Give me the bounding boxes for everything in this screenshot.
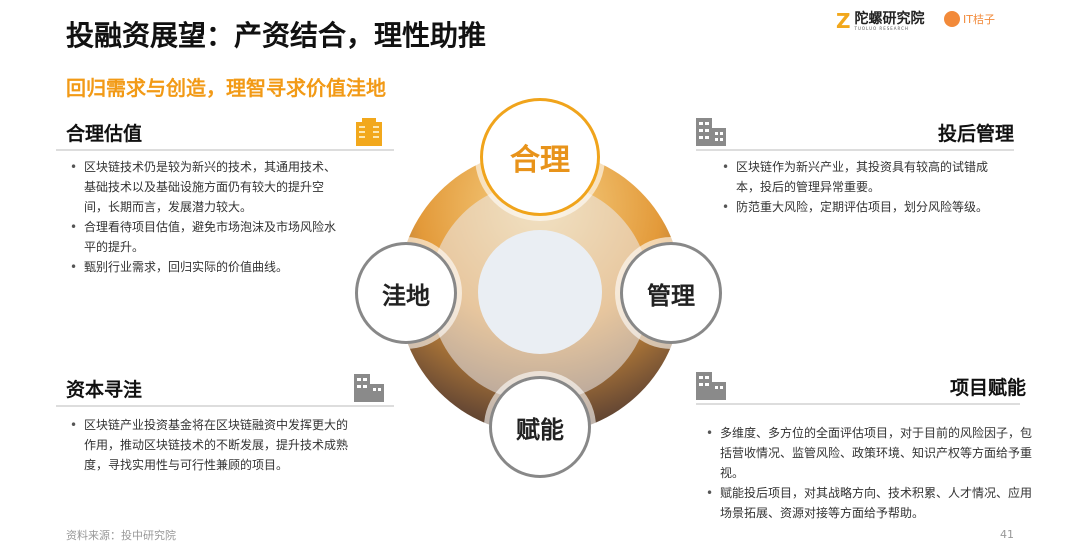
- node-management: 管理: [620, 242, 722, 344]
- page-subtitle: 回归需求与创造，理智寻求价值洼地: [66, 76, 386, 100]
- building-icon: [696, 118, 726, 146]
- page-title: 投融资展望：产资结合，理性助推: [66, 19, 487, 52]
- section-post-management: 投后管理 区块链作为新兴产业，其投资具有较高的试错成本，投后的管理异常重要。 防…: [696, 116, 1014, 217]
- itjuzi-logo: IT桔子: [944, 11, 995, 27]
- list-item: 赋能投后项目，对其战略方向、技术积累、人才情况、应用场景拓展、资源对接等方面给予…: [702, 483, 1042, 523]
- center-circle: [478, 230, 602, 354]
- list-item: 区块链技术仍是较为新兴的技术，其通用技术、基础技术以及基础设施方面仍有较大的提升…: [66, 157, 336, 217]
- section-valuation: 合理估值 区块链技术仍是较为新兴的技术，其通用技术、基础技术以及基础设施方面仍有…: [56, 116, 394, 277]
- section-heading: 合理估值: [66, 123, 143, 145]
- source-note: 资料来源：投中研究院: [66, 529, 176, 542]
- node-empower: 赋能: [489, 376, 591, 478]
- section-heading: 投后管理: [937, 123, 1014, 145]
- list-item: 区块链产业投资基金将在区块链融资中发挥更大的作用，推动区块链技术的不断发展，提升…: [66, 415, 351, 475]
- list-item: 防范重大风险，定期评估项目，划分风险等级。: [718, 197, 1008, 217]
- node-reasonable: 合理: [480, 98, 600, 216]
- section-empower: 项目赋能 多维度、多方位的全面评估项目，对于目前的风险因子，包括营收情况、监管风…: [696, 368, 1032, 523]
- list-item: 甄别行业需求，回归实际的价值曲线。: [66, 257, 336, 277]
- itjuzi-name: IT桔子: [963, 13, 995, 26]
- section-heading: 资本寻洼: [66, 379, 143, 401]
- section-capital: 资本寻洼 区块链产业投资基金将在区块链融资中发挥更大的作用，推动区块链技术的不断…: [56, 372, 394, 475]
- section-heading: 项目赋能: [949, 377, 1026, 399]
- tuoluo-name: 陀螺研究院: [854, 10, 925, 27]
- list-item: 区块链作为新兴产业，其投资具有较高的试错成本，投后的管理异常重要。: [718, 157, 1008, 197]
- list-item: 多维度、多方位的全面评估项目，对于目前的风险因子，包括营收情况、监管风险、政策环…: [702, 423, 1042, 483]
- list-item: 合理看待项目估值，避免市场泡沫及市场风险水平的提升。: [66, 217, 336, 257]
- building-icon: [696, 372, 726, 400]
- building-icon: [356, 118, 382, 146]
- building-icon: [354, 374, 384, 402]
- z-logo-icon: Z: [836, 9, 851, 33]
- page-number: 41: [1000, 528, 1014, 541]
- node-lowland: 洼地: [355, 242, 457, 344]
- tuoluo-en: TUOLUO RESEARCH: [854, 25, 909, 31]
- orange-icon: [944, 11, 960, 27]
